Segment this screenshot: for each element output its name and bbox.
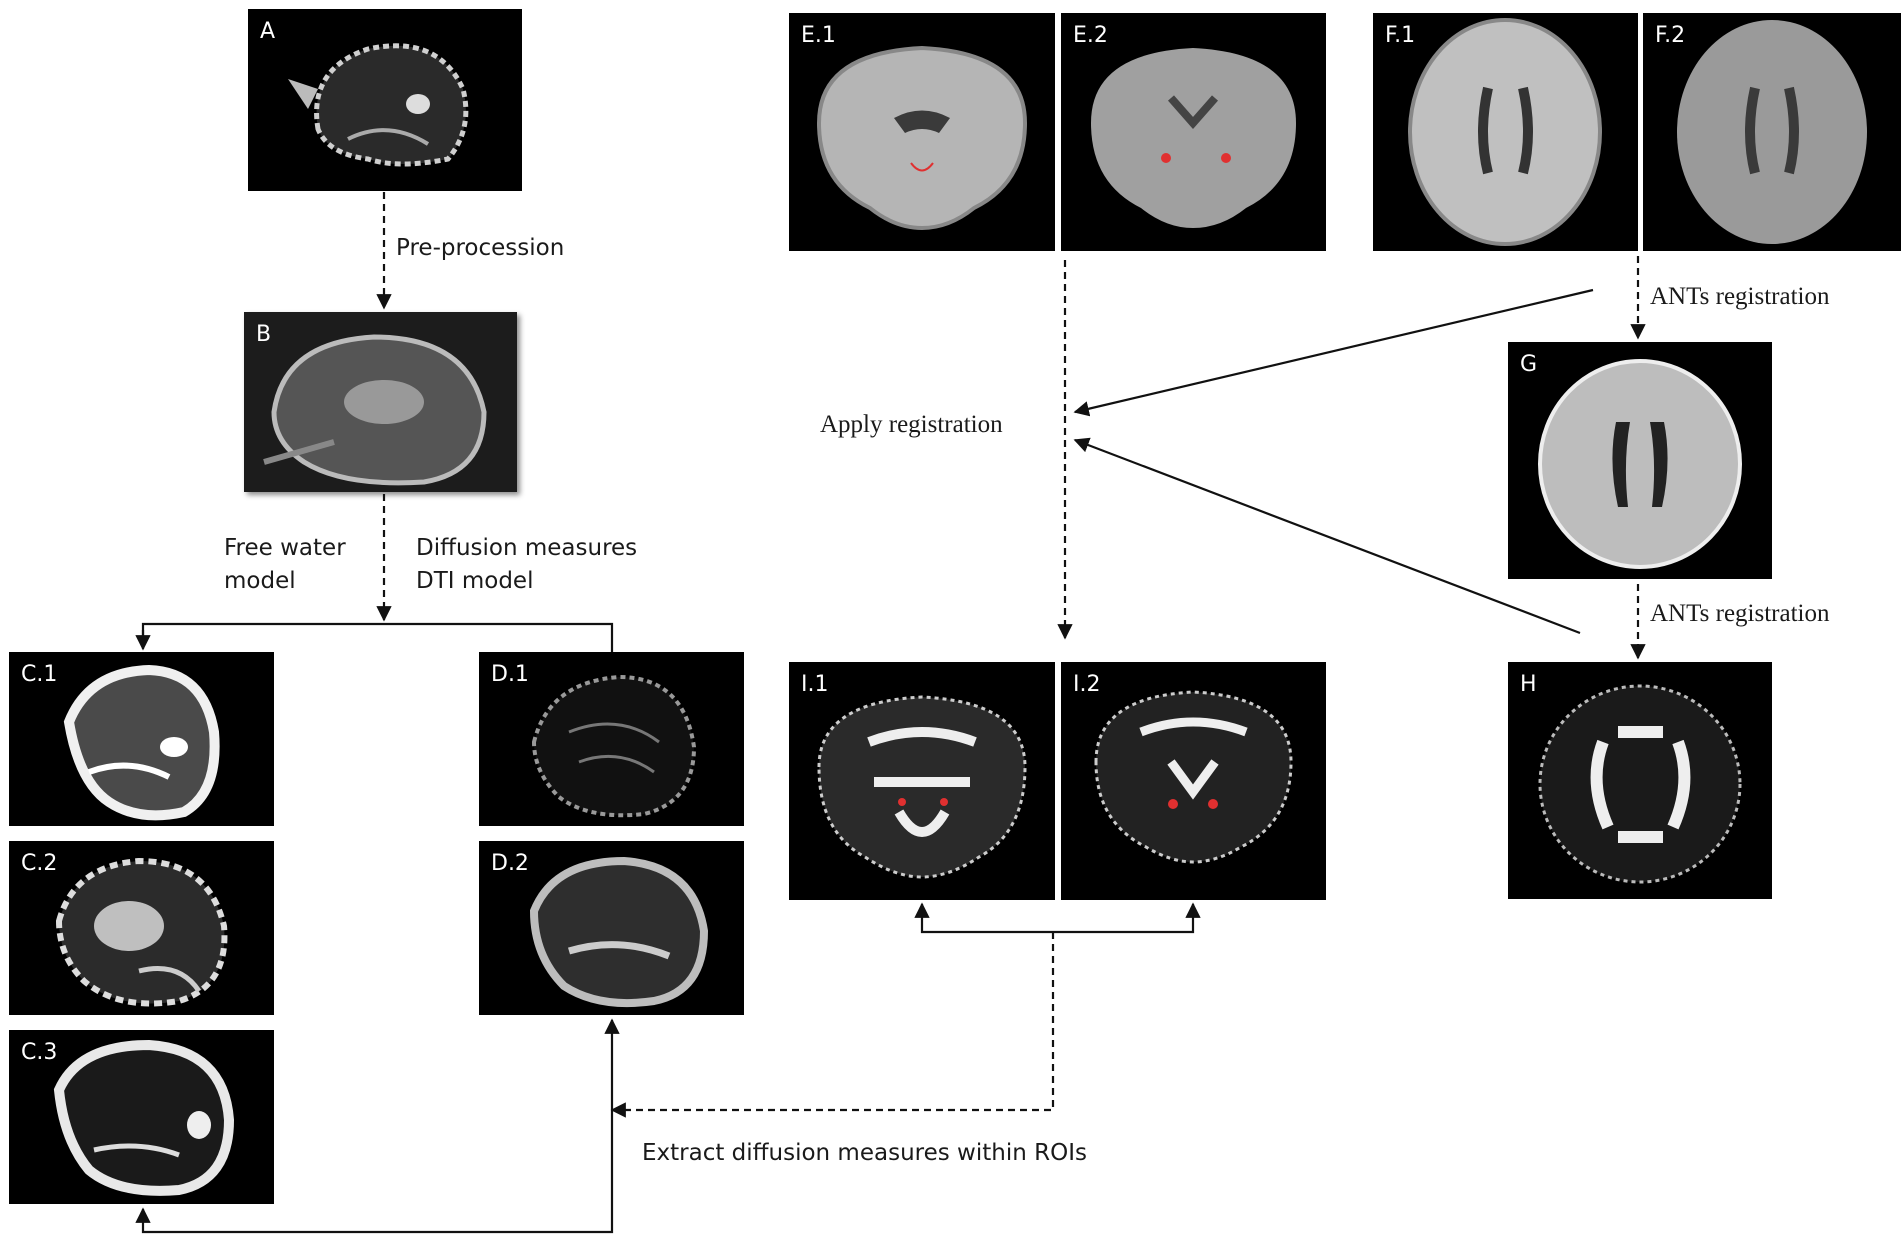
- sagittal-raw-dwi-image: [288, 43, 469, 167]
- panel-label: C.2: [21, 851, 58, 876]
- coronal-t1-template-image: [816, 45, 1028, 231]
- branch-to-c1-d1: [141, 622, 614, 652]
- panel-f2: F.2: [1643, 13, 1901, 251]
- panel-e1: E.1: [789, 13, 1055, 251]
- axial-subject-t1-image: [1538, 359, 1742, 569]
- panel-label: F.2: [1655, 23, 1686, 48]
- sagittal-dti-fa-map-image: [531, 674, 697, 818]
- sagittal-fw-corrected-map-image: [55, 857, 228, 1007]
- panel-label: I.1: [801, 672, 829, 697]
- axial-t1-template-smooth-image: [1677, 20, 1867, 244]
- apply-registration-label: Apply registration: [820, 411, 1003, 438]
- sagittal-free-water-map-image: [63, 664, 220, 821]
- panel-d1: D.1: [479, 652, 744, 826]
- panel-label: C.3: [21, 1040, 58, 1065]
- panel-e2: E.2: [1061, 13, 1326, 251]
- panel-d2: D.2: [479, 841, 744, 1015]
- panel-label: I.2: [1073, 672, 1101, 697]
- panel-c3: C.3: [9, 1030, 274, 1204]
- panel-label: C.1: [21, 662, 58, 687]
- coronal-registered-fa-image: [817, 695, 1027, 879]
- panel-c2: C.2: [9, 841, 274, 1015]
- panel-label: D.2: [491, 851, 529, 876]
- free-water-model-label-line1: Free water: [224, 535, 346, 561]
- coronal-roi-atlas-image: [1091, 48, 1296, 228]
- free-water-model-label-line2: model: [224, 568, 296, 594]
- panel-f1: F.1: [1373, 13, 1638, 251]
- panel-label: A: [260, 19, 276, 44]
- ants-registration-label-upper: ANTs registration: [1650, 283, 1830, 310]
- ants-registration-label-lower: ANTs registration: [1650, 600, 1830, 627]
- panel-h: H: [1508, 662, 1772, 899]
- panel-b: B: [244, 312, 517, 492]
- panel-a: A: [248, 9, 522, 191]
- panel-i2: I.2: [1061, 662, 1326, 900]
- panel-label: D.1: [491, 662, 529, 687]
- panel-label: B: [256, 322, 272, 347]
- panel-label: G: [1520, 352, 1538, 377]
- panel-i1: I.1: [789, 662, 1055, 900]
- extract-diffusion-label: Extract diffusion measures within ROIs: [642, 1140, 1087, 1166]
- diffusion-measures-label-line1: Diffusion measures: [416, 535, 638, 561]
- pre-procession-label: Pre-procession: [396, 235, 565, 261]
- bracket-i1-i2: [914, 902, 1201, 934]
- axial-t1-template-image: [1408, 18, 1602, 246]
- coronal-registered-roi-image: [1094, 690, 1293, 864]
- panel-label: E.2: [1073, 23, 1108, 48]
- diffusion-measures-label-line2: DTI model: [416, 568, 534, 594]
- panel-c1: C.1: [9, 652, 274, 826]
- panel-g: G: [1508, 342, 1772, 579]
- sagittal-preprocessed-dwi-image: [244, 312, 517, 492]
- panel-label: F.1: [1385, 23, 1416, 48]
- panel-label: H: [1520, 672, 1537, 697]
- axial-subject-fa-image: [1538, 684, 1742, 884]
- arrow-h-to-apply: [1073, 437, 1581, 635]
- panel-label: E.1: [801, 23, 836, 48]
